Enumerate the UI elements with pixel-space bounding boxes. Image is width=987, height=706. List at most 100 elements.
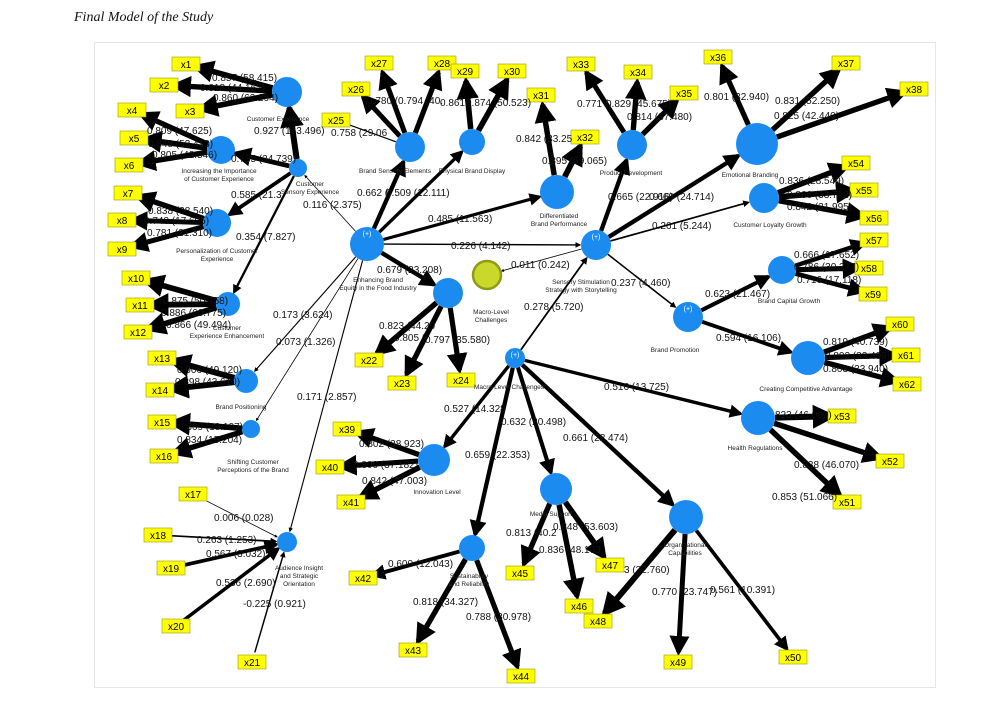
- latent-plus-ebe: (+): [363, 231, 372, 238]
- indicator-coefficient-x44: 0.788 (30.978): [466, 612, 531, 623]
- indicator-label-x24: x24: [453, 376, 470, 387]
- indicator-label-x21: x21: [244, 658, 261, 669]
- indicator-box-x21: [237, 654, 267, 670]
- latent-node-sss: [581, 230, 611, 260]
- indicator-arrow-x61: [824, 345, 901, 367]
- latent-label-bse: Brand Sensory Elements: [359, 168, 432, 175]
- latent-label-hr: Health Regulations: [728, 445, 784, 452]
- indicator-arrow-x44: [474, 559, 522, 671]
- latent-label-mlc: Macro-Level Challenges: [474, 384, 545, 391]
- path-arrow-mlc-oc: [520, 363, 676, 508]
- indicator-label-x57: x57: [866, 236, 883, 247]
- path-arrow-mlc-hr: [524, 358, 744, 418]
- indicator-coefficient-x19: 0.567 (3.032): [206, 549, 266, 560]
- indicator-box-x14: [145, 382, 175, 398]
- indicator-label-x50: x50: [785, 653, 802, 664]
- latent-node-mlc1: [471, 259, 503, 291]
- latent-node-scp: [242, 420, 260, 438]
- latent-label-ais: Orientation: [283, 581, 315, 588]
- indicator-arrow-x11: [145, 293, 217, 317]
- latent-label-ais: and Strategic: [280, 573, 319, 580]
- indicator-arrow-x4: [137, 111, 210, 147]
- latent-label-mlc1: Macro-Level: [473, 309, 509, 316]
- indicator-box-x39: [332, 421, 362, 437]
- indicator-box-x47: [595, 557, 625, 573]
- indicator-label-x40: x40: [322, 463, 339, 474]
- indicator-arrow-x50: [694, 529, 789, 652]
- indicator-coefficient-x24: 0.797 (35.580): [425, 335, 490, 346]
- latent-label-sss: Strategy with Storytelling: [545, 287, 617, 294]
- edges-layer: [127, 60, 909, 671]
- indicator-box-x27: [364, 55, 394, 71]
- indicator-label-x8: x8: [117, 216, 128, 227]
- path-coefficient-mlc-ms: 0.632 (20.498): [501, 417, 566, 428]
- indicator-box-x3: [175, 103, 205, 119]
- indicator-label-x56: x56: [866, 214, 883, 225]
- indicator-arrow-x27: [378, 68, 408, 134]
- indicator-box-x48: [583, 613, 613, 629]
- path-coefficient-mlc-sss: 0.278 (5.720): [524, 302, 584, 313]
- latent-label-cca: Creating Competitive Advantage: [759, 386, 853, 393]
- path-arrow-sss-mlc1: [500, 248, 582, 272]
- indicator-coefficient-x59: 0.716 (17.118): [797, 275, 861, 286]
- latent-label-oc: Capabilities: [668, 550, 702, 557]
- path-arrow-ebe-bp: [254, 256, 357, 372]
- indicator-box-x31: [526, 87, 556, 103]
- indicator-box-x40: [315, 459, 345, 475]
- indicator-coefficient-x3: 0.860 (62.294): [213, 93, 278, 104]
- indicator-arrow-x2: [169, 75, 273, 98]
- indicator-coefficient-x55: 0.866 (33.792): [787, 190, 852, 201]
- path-arrow-bpr-bcg: [700, 274, 772, 313]
- latent-label-ice: of Customer Experience: [184, 176, 254, 183]
- indicator-coefficient-x38: 0.825 (42.440): [774, 111, 839, 122]
- path-coefficient-ebe-bp: 0.173 (3.624): [273, 310, 333, 321]
- indicator-arrow-x41: [356, 464, 421, 500]
- indicator-coefficient-x1: 0.857 (58.415): [212, 73, 277, 84]
- path-coefficient-cse-cee: 0.354 (7.827): [236, 232, 296, 243]
- indicator-arrow-x23: [404, 305, 444, 378]
- indicator-coefficient-x14: 0.898 (43.610): [175, 377, 240, 388]
- indicator-coefficient-x5: 0.848 (53.413): [148, 139, 213, 150]
- indicator-box-x23: [387, 375, 417, 391]
- indicator-label-x34: x34: [630, 68, 647, 79]
- indicator-coefficient-x27: 0.780 (: [367, 96, 399, 107]
- latent-node-ebe: [350, 227, 384, 261]
- indicator-arrow-x18: [167, 534, 278, 545]
- indicator-coefficient-x35: 0.814 (37.480): [627, 112, 692, 123]
- latent-label-ms: Media Support: [530, 511, 572, 518]
- latent-node-hr: [741, 401, 775, 435]
- latent-label-pdv: Product Development: [600, 170, 663, 177]
- latent-label-il: Innovation Level: [413, 489, 461, 496]
- indicator-coefficient-x6: 0.805 (42.546): [152, 150, 217, 161]
- latent-node-pd: [459, 129, 485, 155]
- indicator-label-x29: x29: [457, 67, 474, 78]
- indicator-coefficient-x58: 0.786 (30.277): [794, 262, 859, 273]
- indicator-box-x18: [143, 527, 173, 543]
- indicator-label-x23: x23: [394, 379, 411, 390]
- indicator-box-x38: [899, 81, 929, 97]
- latent-label-cse: Sensory Experience: [281, 189, 340, 196]
- latent-label-ebe: Enhancing Brand: [353, 277, 403, 284]
- path-arrow-cse-pce: [226, 171, 292, 217]
- path-coefficient-ebe-unk: 0.679 (23.208): [377, 265, 442, 276]
- indicator-coefficient-x45: 0.813 (40.2: [506, 528, 557, 539]
- latent-label-cee: Experience Enhancement: [190, 333, 265, 340]
- indicator-label-x53: x53: [834, 412, 851, 423]
- indicator-label-x45: x45: [512, 569, 529, 580]
- indicator-arrow-x60: [823, 323, 895, 355]
- indicator-coefficient-x46: 0.836 (48.103: [539, 545, 601, 556]
- indicator-label-x52: x52: [882, 457, 899, 468]
- latent-node-cse: [289, 159, 307, 177]
- latent-label-mlc1: Challenges: [475, 317, 508, 324]
- path-arrow-ebe-scp: [255, 258, 359, 422]
- latent-label-dbp: Differentiated: [540, 213, 579, 220]
- indicator-arrow-x48: [601, 528, 678, 618]
- path-arrow-sss-eb: [607, 153, 742, 239]
- indicator-box-x50: [778, 649, 808, 665]
- indicator-box-x29: [450, 63, 480, 79]
- indicator-label-x13: x13: [154, 354, 171, 365]
- indicator-coefficient-x10: 0.875 (50.758): [163, 296, 228, 307]
- indicator-coefficient-x20: 0.536 (2.690): [216, 578, 276, 589]
- indicator-box-x26: [341, 81, 371, 97]
